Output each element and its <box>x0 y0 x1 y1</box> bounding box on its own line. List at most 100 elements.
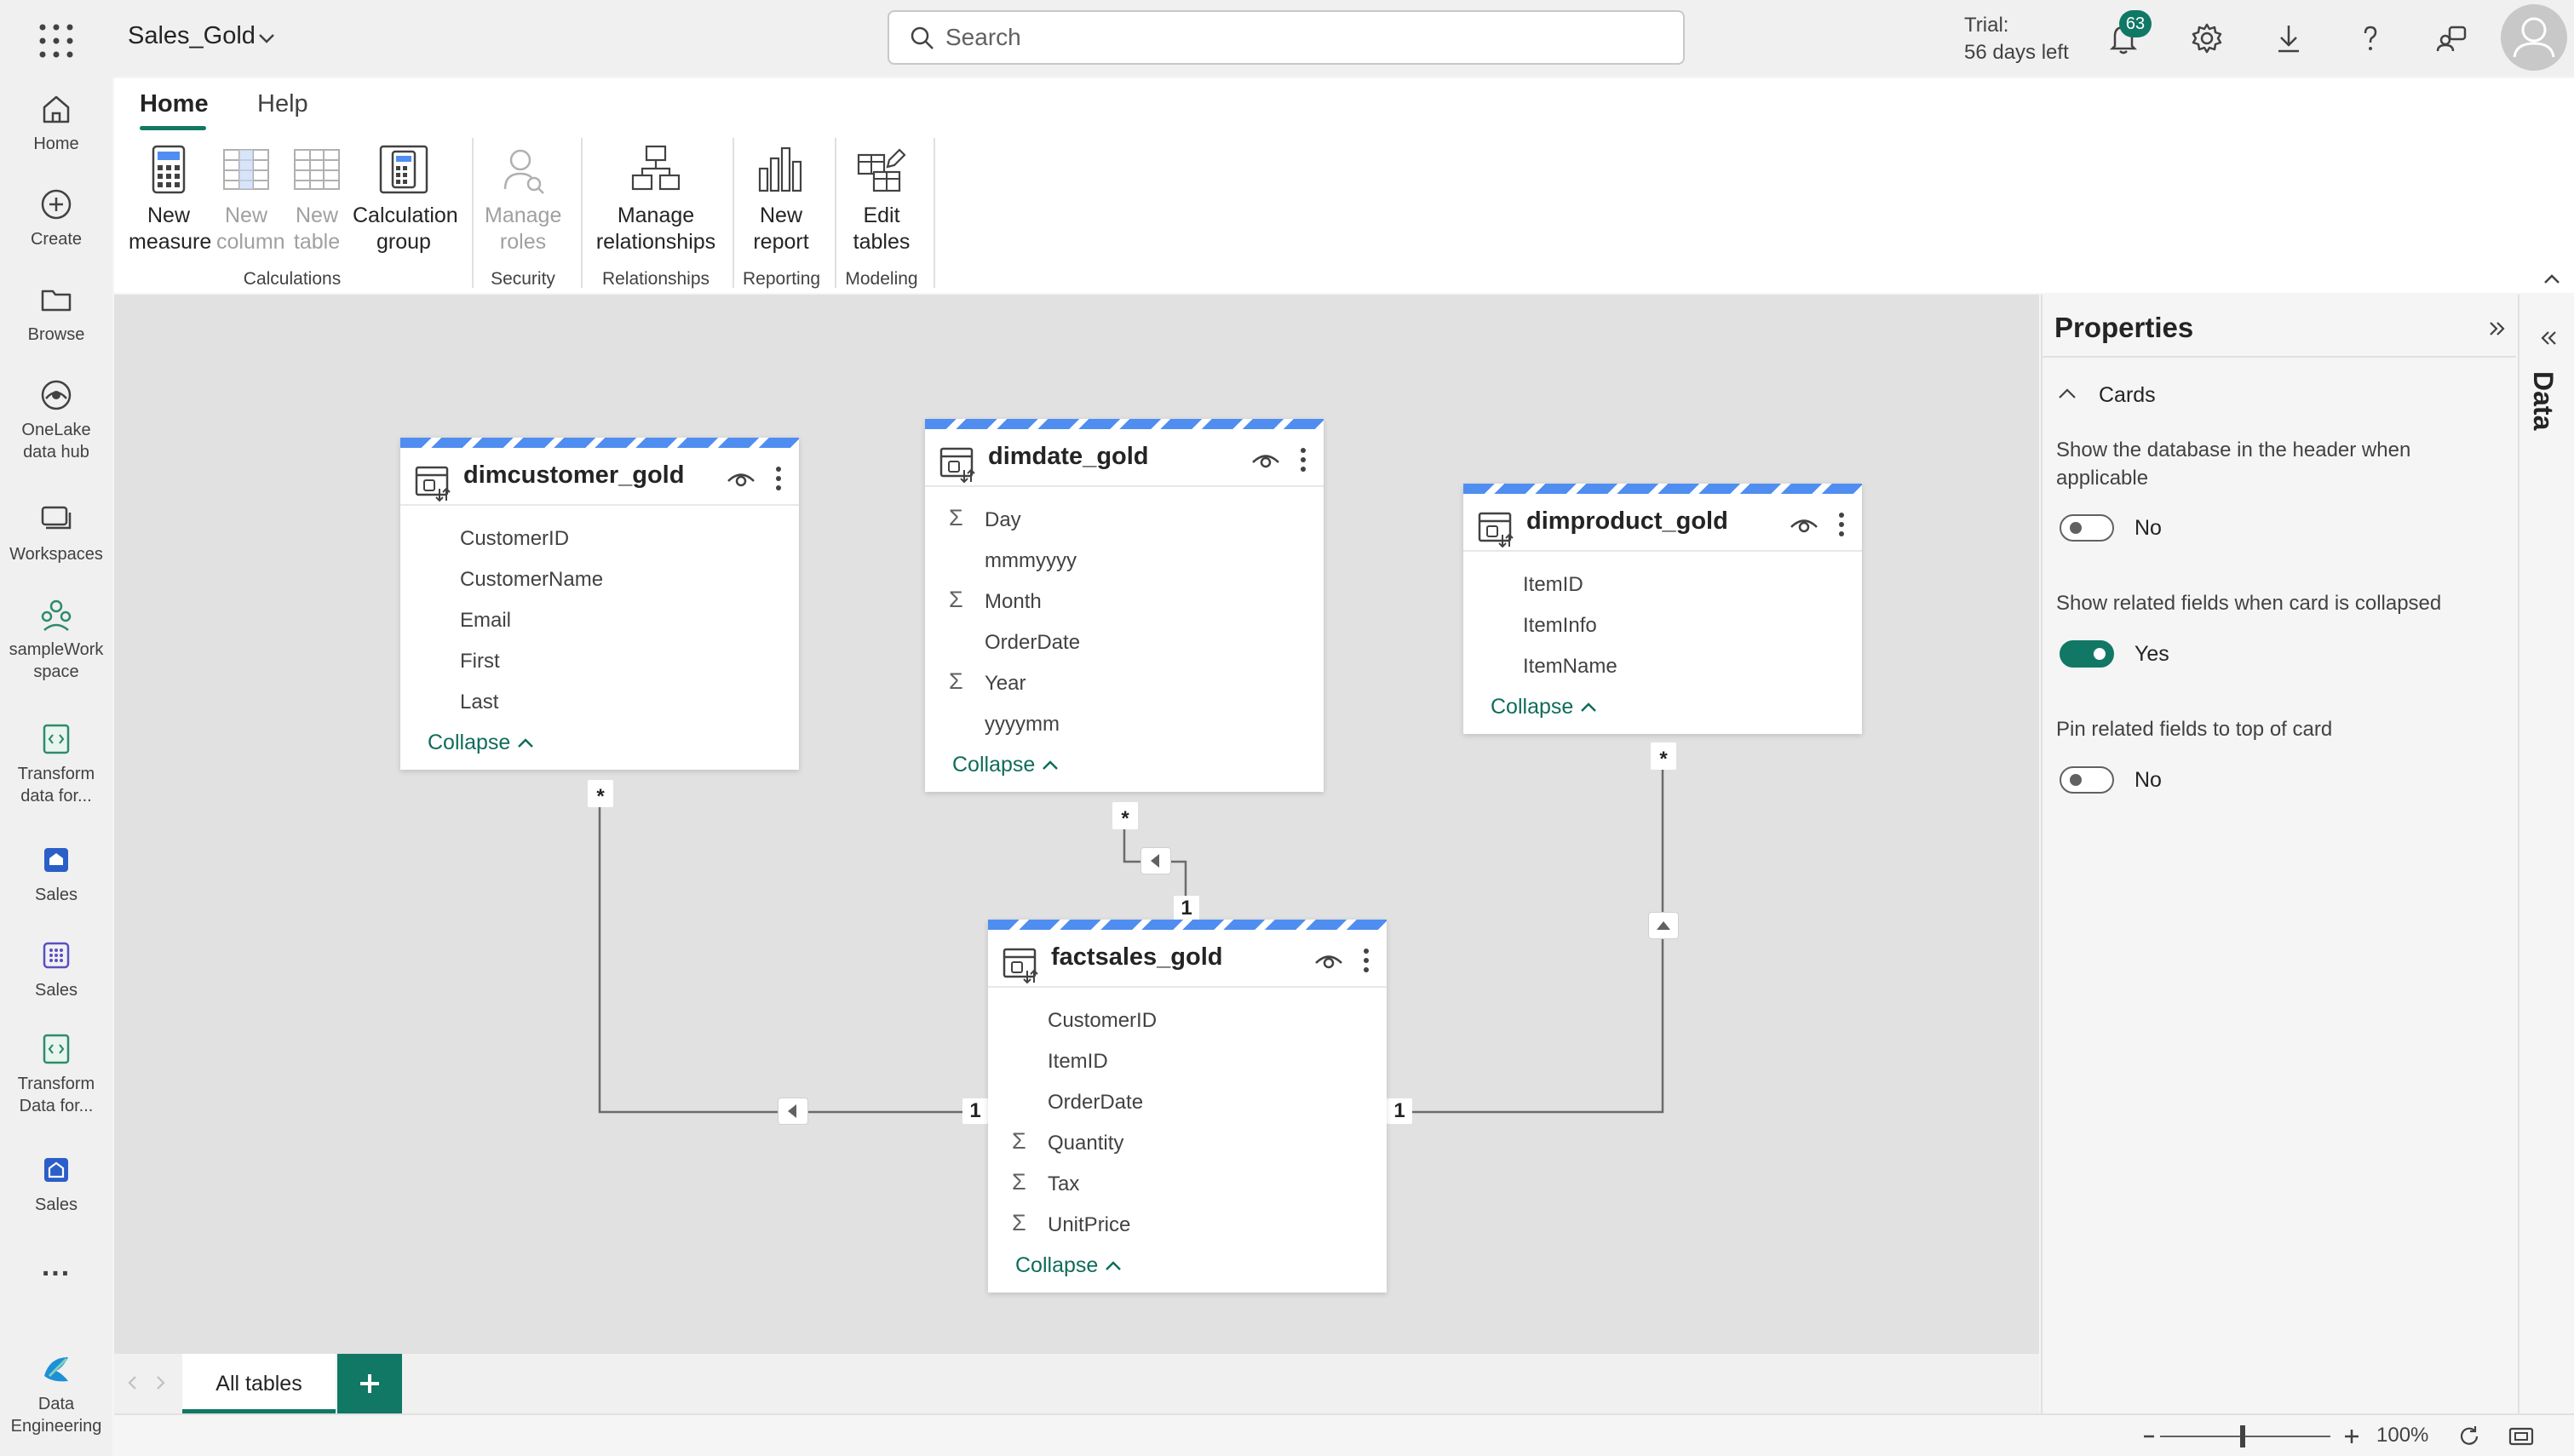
notebook-icon <box>43 1034 70 1064</box>
field-row[interactable]: ItemID <box>988 1040 1387 1081</box>
visibility-eye-icon[interactable] <box>1250 448 1281 473</box>
field-row[interactable]: ItemID <box>1463 564 1862 605</box>
filter-direction-up-icon[interactable] <box>1649 913 1678 938</box>
field-row[interactable]: OrderDate <box>925 622 1324 662</box>
share-feedback-icon[interactable] <box>2431 17 2473 60</box>
tab-help[interactable]: Help <box>257 90 308 118</box>
field-row[interactable]: Email <box>400 599 799 640</box>
more-options-icon[interactable] <box>768 463 789 494</box>
more-options-icon[interactable] <box>1293 444 1313 475</box>
button-label: New table <box>293 203 341 254</box>
filter-direction-left-icon[interactable] <box>1141 848 1170 874</box>
new-report-button[interactable]: New report <box>743 143 819 255</box>
visibility-eye-icon[interactable] <box>1313 949 1344 974</box>
zoom-slider-thumb[interactable] <box>2240 1425 2245 1447</box>
collapse-link[interactable]: Collapse <box>1463 686 1862 734</box>
settings-gear-icon[interactable] <box>2186 17 2228 60</box>
nav-sample-workspace[interactable]: sampleWorkspace <box>0 596 112 683</box>
scroll-left-icon[interactable] <box>124 1373 141 1393</box>
nav-sales-2[interactable]: Sales <box>0 937 112 1001</box>
reset-view-icon[interactable] <box>2456 1424 2482 1449</box>
nav-transform-data-1[interactable]: Transform data for... <box>0 720 112 807</box>
collapse-link[interactable]: Collapse <box>988 1245 1387 1293</box>
scroll-right-icon[interactable] <box>152 1373 169 1393</box>
sum-icon: Σ <box>949 668 963 694</box>
nav-transform-data-2[interactable]: Transform Data for... <box>0 1030 112 1117</box>
workspace-title[interactable]: Sales_Gold <box>128 22 256 49</box>
show-database-toggle[interactable] <box>2060 514 2114 542</box>
nav-workspaces[interactable]: Workspaces <box>0 501 112 565</box>
collapse-pane-icon[interactable] <box>2485 317 2509 341</box>
visibility-eye-icon[interactable] <box>1789 513 1819 538</box>
collapse-link[interactable]: Collapse <box>400 722 799 770</box>
field-row[interactable]: CustomerName <box>400 559 799 599</box>
field-row[interactable]: mmmyyyy <box>925 540 1324 581</box>
calculation-group-button[interactable]: Calculation group <box>351 143 458 255</box>
nav-sales-1[interactable]: Sales <box>0 841 112 906</box>
nav-browse[interactable]: Browse <box>0 281 112 346</box>
model-canvas[interactable]: * * * 1 1 1 dimcustomer_gold CustomerID … <box>114 295 2039 1354</box>
table-card-dimcustomer[interactable]: dimcustomer_gold CustomerID CustomerName… <box>400 438 799 770</box>
table-card-factsales[interactable]: factsales_gold CustomerID ItemID OrderDa… <box>988 920 1387 1293</box>
search-box[interactable] <box>888 10 1685 65</box>
new-table-button[interactable]: New table <box>284 143 349 255</box>
chevron-down-icon[interactable] <box>256 27 278 49</box>
field-row[interactable]: ItemInfo <box>1463 605 1862 645</box>
tab-all-tables[interactable]: All tables <box>182 1354 336 1413</box>
nav-label: Home <box>33 135 79 153</box>
search-input[interactable] <box>945 20 1661 54</box>
add-layout-button[interactable] <box>337 1354 402 1413</box>
manage-roles-button[interactable]: Manage roles <box>480 143 566 255</box>
field-row[interactable]: First <box>400 640 799 681</box>
fit-to-screen-icon[interactable] <box>2508 1425 2535 1447</box>
field-row[interactable]: ItemName <box>1463 645 1862 686</box>
visibility-eye-icon[interactable] <box>726 467 756 492</box>
nav-home[interactable]: Home <box>0 90 112 155</box>
edit-tables-button[interactable]: Edit tables <box>843 143 920 255</box>
field-row[interactable]: CustomerID <box>400 518 799 559</box>
nav-onelake[interactable]: OneLake data hub <box>0 376 112 463</box>
nav-data-engineering[interactable]: Data Engineering <box>0 1350 112 1437</box>
field-row[interactable]: Last <box>400 681 799 722</box>
new-column-button[interactable]: New column <box>211 143 285 255</box>
trial-status[interactable]: Trial: 56 days left <box>1964 12 2069 66</box>
more-options-icon[interactable] <box>1831 509 1852 540</box>
download-icon[interactable] <box>2267 17 2310 60</box>
new-measure-button[interactable]: New measure <box>128 143 211 255</box>
zoom-out-icon[interactable] <box>2141 1424 2157 1449</box>
zoom-slider-track[interactable] <box>2160 1436 2330 1437</box>
show-related-fields-toggle[interactable] <box>2060 640 2114 668</box>
field-row[interactable]: yyyymm <box>925 703 1324 744</box>
button-label: New column <box>216 203 285 254</box>
field-row[interactable]: CustomerID <box>988 1000 1387 1040</box>
nav-more[interactable]: ... <box>0 1250 112 1283</box>
ribbon-collapse-icon[interactable] <box>2540 267 2564 291</box>
trial-label: Trial: <box>1964 14 2009 37</box>
data-pane-collapsed[interactable]: Data <box>2518 295 2574 1413</box>
table-card-dimproduct[interactable]: dimproduct_gold ItemID ItemInfo ItemName… <box>1463 484 1862 734</box>
expand-pane-icon[interactable] <box>2538 327 2560 349</box>
help-icon[interactable] <box>2349 17 2392 60</box>
card-stripe <box>925 419 1324 429</box>
nav-create[interactable]: Create <box>0 186 112 250</box>
zoom-in-icon[interactable] <box>2342 1424 2361 1449</box>
cards-section-header[interactable]: Cards <box>2056 380 2482 410</box>
tab-home[interactable]: Home <box>140 90 209 118</box>
app-launcher-icon[interactable] <box>36 20 77 61</box>
more-options-icon[interactable] <box>1356 945 1376 976</box>
collapse-link[interactable]: Collapse <box>925 744 1324 792</box>
pin-related-fields-toggle[interactable] <box>2060 766 2114 794</box>
user-avatar[interactable] <box>2501 4 2567 71</box>
field-row[interactable]: OrderDate <box>988 1081 1387 1122</box>
filter-direction-left-icon[interactable] <box>779 1098 807 1124</box>
manage-relationships-button[interactable]: Manage relationships <box>589 143 722 255</box>
button-label: Edit tables <box>853 203 911 254</box>
nav-sales-3[interactable]: Sales <box>0 1151 112 1216</box>
